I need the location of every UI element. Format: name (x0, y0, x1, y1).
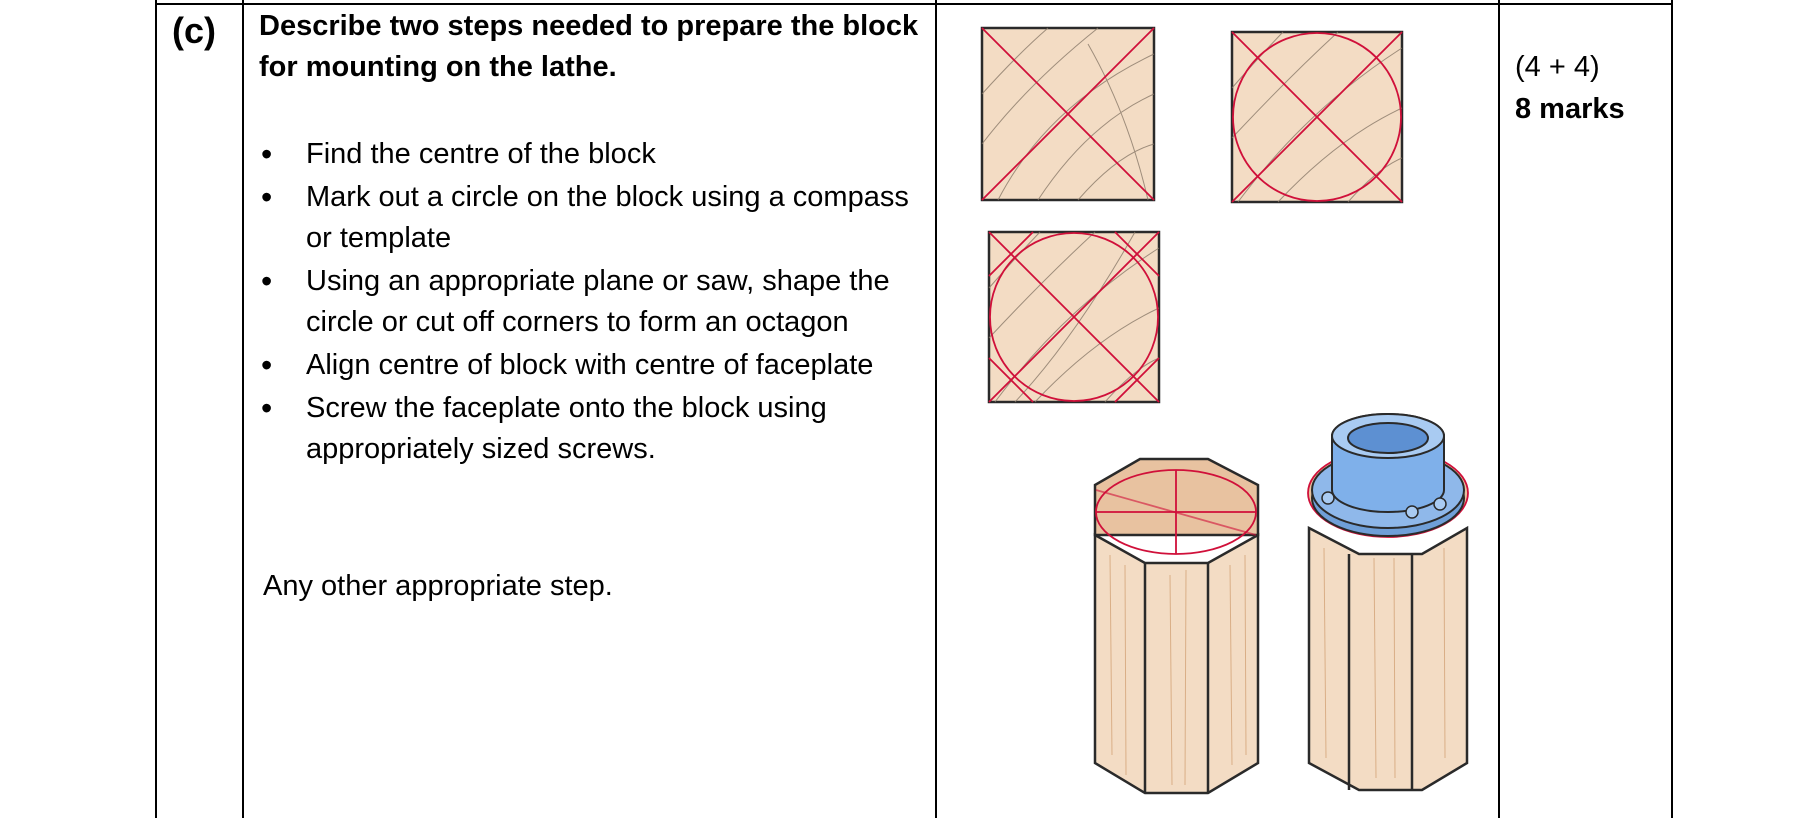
sketch-block-diagonals (980, 26, 1156, 202)
column-divider-3 (1498, 0, 1500, 818)
column-divider-1 (242, 0, 244, 818)
sketch-block-corners (987, 230, 1161, 404)
other-step-note: Any other appropriate step. (263, 570, 613, 602)
table-border-right (1671, 0, 1673, 818)
steps-list: Find the centre of the block Mark out a … (259, 134, 919, 472)
marks-breakdown: (4 + 4) (1515, 51, 1600, 83)
sketch-octagonal-block (1093, 457, 1260, 795)
part-label: (c) (172, 10, 216, 51)
column-divider-2 (935, 0, 937, 818)
list-item: Find the centre of the block (259, 134, 919, 175)
list-item: Mark out a circle on the block using a c… (259, 177, 919, 259)
marks-cell: (4 + 4) 8 marks (1515, 46, 1625, 130)
question-text: Describe two steps needed to prepare the… (259, 10, 919, 83)
marks-total: 8 marks (1515, 93, 1625, 125)
row-top-border (155, 3, 1673, 5)
list-item: Using an appropriate plane or saw, shape… (259, 261, 919, 343)
list-item: Align centre of block with centre of fac… (259, 345, 919, 386)
table-border-left (155, 0, 157, 818)
sketch-block-circle (1230, 30, 1404, 204)
sketch-faceplate-mounted (1307, 413, 1469, 792)
list-item: Screw the faceplate onto the block using… (259, 388, 919, 470)
